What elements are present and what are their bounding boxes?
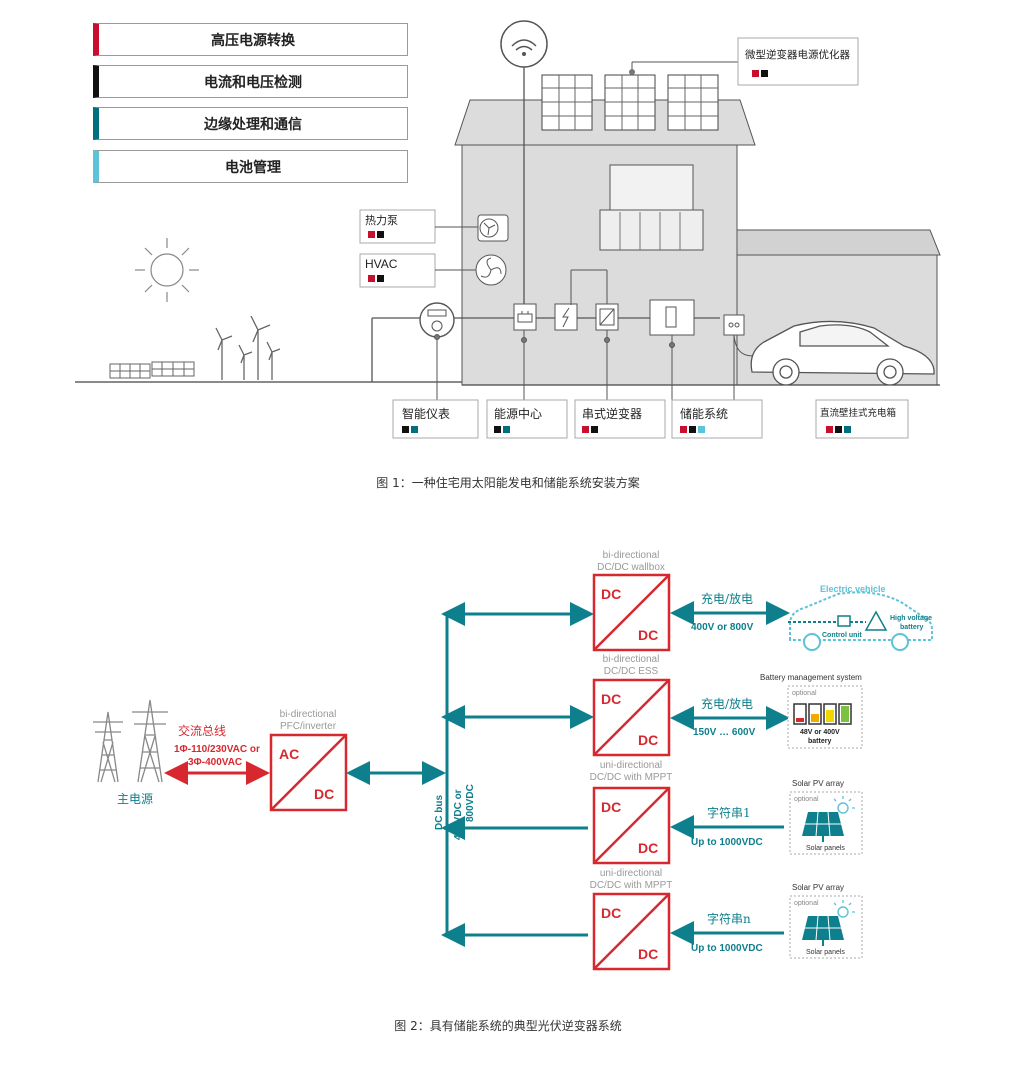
electric-car-icon — [750, 320, 935, 386]
transmission-tower-icon — [93, 699, 168, 783]
dc-bus-voltage-2: 800VDC — [465, 784, 476, 822]
ev-outline-icon — [788, 591, 933, 651]
label-hvac: HVAC — [365, 257, 398, 271]
dc-label: DC — [601, 905, 621, 921]
pfc-ac-label: AC — [279, 746, 299, 762]
label-dc-wallbox: 直流壁挂式充电箱 — [820, 407, 896, 419]
pfc-title-1: bi-directional — [280, 709, 337, 720]
pv2-title: Solar PV array — [792, 883, 844, 892]
dc-bus-label: DC bus — [434, 795, 445, 830]
solar-panel-icon — [802, 796, 855, 842]
ev-hv-2: battery — [900, 624, 923, 631]
pv1-optional: optional — [794, 796, 819, 803]
dc-label: DC — [638, 732, 658, 748]
label-energy-hub: 能源中心 — [494, 406, 542, 421]
dcdc-mppt-block-2: DC DC — [592, 892, 671, 971]
sun-icon — [135, 238, 199, 302]
dcdc-mppt-block-1: DC DC — [592, 786, 671, 865]
conv2-title-2: DC/DC ESS — [604, 666, 659, 677]
pfc-title-2: PFC/inverter — [280, 721, 337, 732]
ess-voltage: 150V … 600V — [693, 727, 756, 738]
ac-bus-label: 交流总线 — [178, 723, 226, 738]
ev-hv-1: High voltage — [890, 615, 932, 622]
string-inverter-icon — [595, 303, 619, 331]
figure2-pv-system: 主电源 交流总线 1Φ-110/230VAC or 3Φ-400VAC bi-d… — [93, 550, 933, 971]
stringn-label: 字符串n — [707, 911, 751, 926]
legend-high-voltage: 高压电源转换 — [93, 23, 408, 56]
pv2-panels: Solar panels — [806, 949, 845, 956]
wifi-antenna-icon — [500, 20, 548, 318]
pv2-optional: optional — [794, 900, 819, 907]
ev-control-unit: Control unit — [822, 632, 862, 639]
pfc-dc-label: DC — [314, 786, 334, 802]
label-string-inverter: 串式逆变器 — [582, 406, 642, 421]
heat-pump-icon — [477, 214, 509, 242]
solar-farm-icon — [109, 361, 195, 379]
label-ess: 储能系统 — [680, 406, 728, 421]
smart-meter-icon — [419, 302, 455, 338]
battery-voltage-1: 48V or 400V — [800, 729, 840, 736]
dc-label: DC — [601, 799, 621, 815]
pfc-inverter-block: AC DC — [269, 733, 348, 812]
figure2-caption: 图 2：具有储能系统的典型光伏逆变器系统 — [394, 1018, 621, 1033]
conv3-title-1: uni-directional — [600, 760, 662, 771]
stringn-voltage: Up to 1000VDC — [691, 943, 763, 954]
ess-charge-label: 充电/放电 — [701, 696, 753, 711]
bms-title: Battery management system — [760, 673, 862, 682]
label-smart-meter: 智能仪表 — [402, 406, 450, 421]
lightning-icon — [554, 303, 578, 331]
figure1-house-illustration: 微型逆变器电源优化器 热力泵 HVAC — [75, 20, 941, 439]
dc-label: DC — [638, 946, 658, 962]
roof-solar-panels-icon — [541, 74, 719, 131]
dcdc-ess-block: DC DC — [592, 678, 671, 757]
battery-voltage-2: battery — [808, 738, 831, 745]
legend-label: 高压电源转换 — [211, 32, 295, 49]
legend-edge: 边缘处理和通信 — [93, 107, 408, 140]
ac-voltage-line1: 1Φ-110/230VAC or — [174, 744, 260, 755]
dc-label: DC — [638, 627, 658, 643]
ac-voltage-line2: 3Φ-400VAC — [188, 757, 242, 768]
conv4-title-2: DC/DC with MPPT — [590, 880, 673, 891]
dc-bus-voltage-1: 400VDC or — [453, 789, 464, 840]
legend-battery: 电池管理 — [93, 150, 408, 183]
dc-label: DC — [638, 840, 658, 856]
conv3-title-2: DC/DC with MPPT — [590, 772, 673, 783]
grid-label: 主电源 — [117, 792, 153, 806]
conv1-title-2: DC/DC wallbox — [597, 562, 665, 573]
dc-label: DC — [601, 586, 621, 602]
pv1-title: Solar PV array — [792, 779, 844, 788]
legend-label: 电流和电压检测 — [204, 74, 302, 91]
legend-sensing: 电流和电压检测 — [93, 65, 408, 98]
ev-voltage: 400V or 800V — [691, 622, 754, 633]
solar-panel-icon — [802, 900, 855, 946]
dc-label: DC — [601, 691, 621, 707]
bms-optional: optional — [792, 690, 817, 697]
legend-label: 边缘处理和通信 — [204, 116, 302, 133]
conv4-title-1: uni-directional — [600, 868, 662, 879]
string1-label: 字符串1 — [707, 805, 751, 820]
conv1-title-1: bi-directional — [603, 550, 660, 561]
label-micro-inverter: 微型逆变器电源优化器 — [745, 48, 850, 61]
pv1-panels: Solar panels — [806, 845, 845, 852]
legend-label: 电池管理 — [225, 159, 281, 176]
ev-title: Electric vehicle — [820, 584, 886, 594]
dcdc-wallbox-block: DC DC — [592, 573, 671, 652]
ev-charge-label: 充电/放电 — [701, 591, 753, 606]
battery-storage-icon — [649, 299, 695, 336]
wallbox-icon — [723, 314, 745, 336]
wind-turbines-icon — [215, 315, 281, 380]
energy-hub-icon — [513, 303, 537, 331]
label-heat-pump: 热力泵 — [365, 214, 398, 227]
figure1-caption: 图 1：一种住宅用太阳能发电和储能系统安装方案 — [376, 475, 639, 490]
conv2-title-1: bi-directional — [603, 654, 660, 665]
string1-voltage: Up to 1000VDC — [691, 837, 763, 848]
hvac-fan-icon — [475, 254, 507, 286]
battery-levels-icon — [793, 703, 852, 725]
